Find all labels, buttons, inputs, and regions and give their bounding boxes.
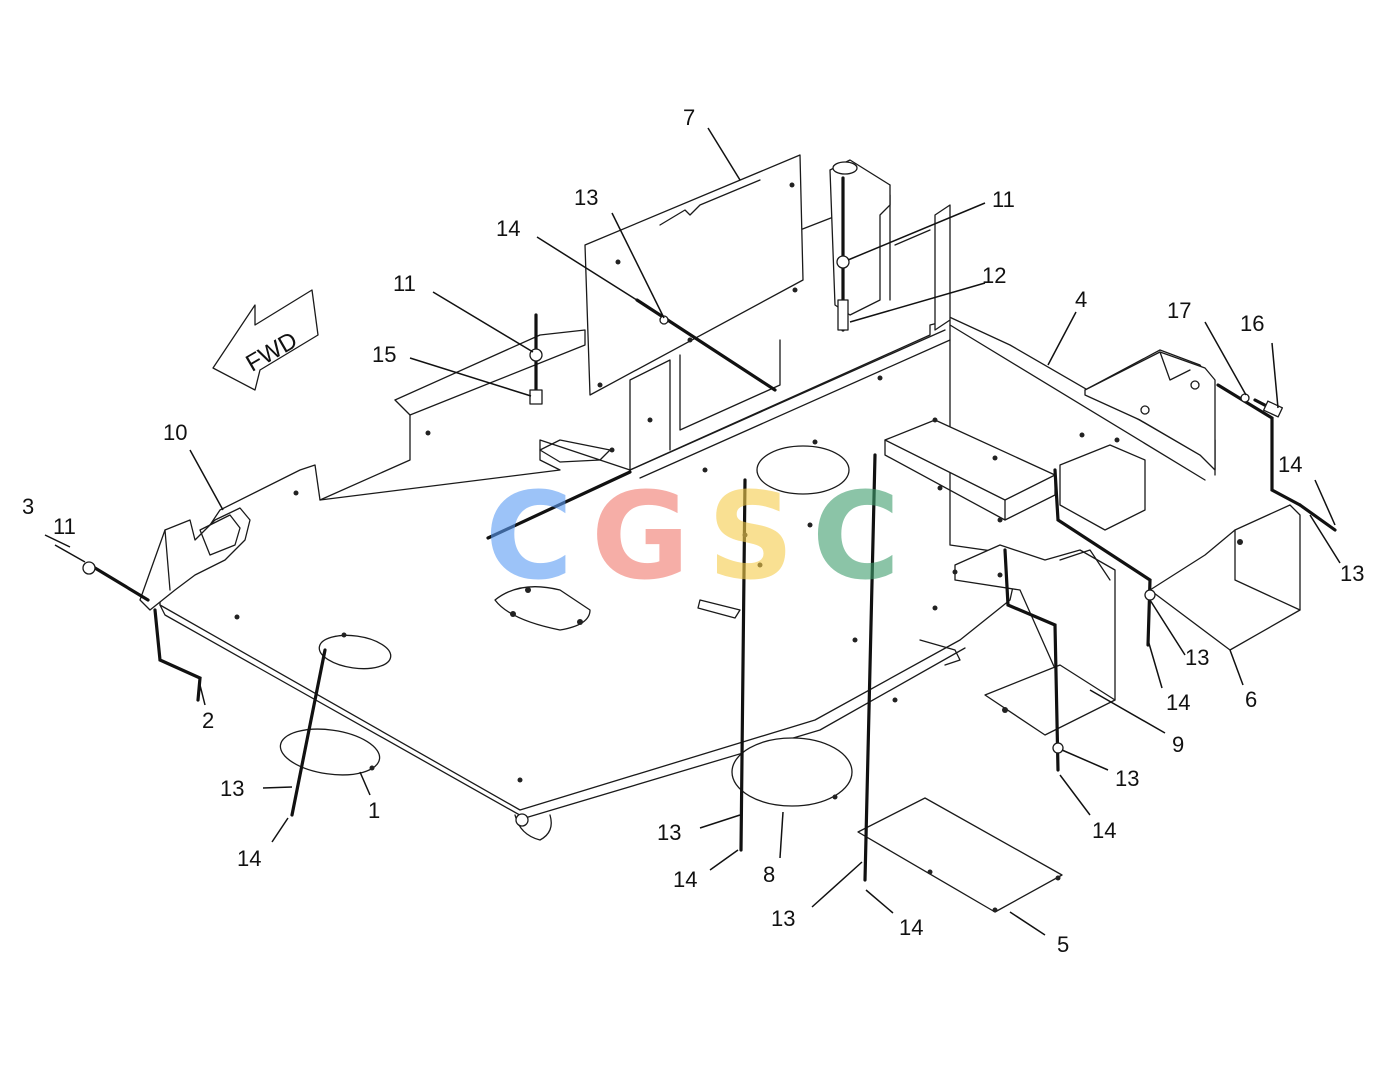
handle-bracket-part-10 — [139, 507, 251, 611]
callout-13: 13 — [1340, 561, 1364, 586]
callout-14: 14 — [237, 846, 261, 871]
watermark-letter-s: S — [708, 468, 794, 607]
leader-lines — [44, 127, 1341, 936]
watermark-letter-g: G — [591, 468, 690, 607]
callout-14: 14 — [1278, 452, 1302, 477]
callout-6: 6 — [1245, 687, 1257, 712]
callout-8: 8 — [763, 862, 775, 887]
round-covers — [279, 445, 853, 807]
upright-bracket — [829, 159, 951, 331]
cover-part-6 — [1149, 504, 1301, 651]
fwd-direction-arrow: FWD — [212, 289, 319, 391]
callout-14: 14 — [899, 915, 923, 940]
side-bracket-part-4 — [1084, 351, 1216, 471]
callout-12: 12 — [982, 263, 1006, 288]
floor-plate — [159, 164, 1216, 841]
callout-1: 1 — [368, 798, 380, 823]
callout-14: 14 — [673, 867, 697, 892]
fastener-lines — [82, 176, 1337, 882]
callout-13: 13 — [574, 185, 598, 210]
callout-13: 13 — [1115, 766, 1139, 791]
watermark-letter-c1: C — [485, 468, 573, 607]
callout-10: 10 — [163, 420, 187, 445]
plate-part-5 — [857, 797, 1063, 913]
callout-15: 15 — [372, 342, 396, 367]
callout-14: 14 — [496, 216, 520, 241]
callout-13: 13 — [1185, 645, 1209, 670]
callout-3: 3 — [22, 494, 34, 519]
callout-11: 11 — [393, 271, 416, 296]
callout-13: 13 — [220, 776, 244, 801]
callout-16: 16 — [1240, 311, 1264, 336]
callout-2: 2 — [202, 708, 214, 733]
callout-14: 14 — [1166, 690, 1190, 715]
callout-labels: 7 13 14 11 12 11 15 4 17 16 10 3 11 14 1… — [22, 105, 1364, 957]
panel-part-7 — [584, 154, 804, 396]
callout-13: 13 — [771, 906, 795, 931]
hardware-dots — [234, 375, 1120, 783]
callout-5: 5 — [1057, 932, 1069, 957]
watermark-letter-c2: C — [812, 468, 900, 607]
callout-4: 4 — [1075, 287, 1087, 312]
callout-17: 17 — [1167, 298, 1191, 323]
callout-7: 7 — [683, 105, 695, 130]
box-housings — [884, 419, 1146, 736]
callout-11: 11 — [53, 514, 76, 539]
callout-14: 14 — [1092, 818, 1116, 843]
callout-13: 13 — [657, 820, 681, 845]
callout-9: 9 — [1172, 732, 1184, 757]
callout-11: 11 — [992, 187, 1015, 212]
